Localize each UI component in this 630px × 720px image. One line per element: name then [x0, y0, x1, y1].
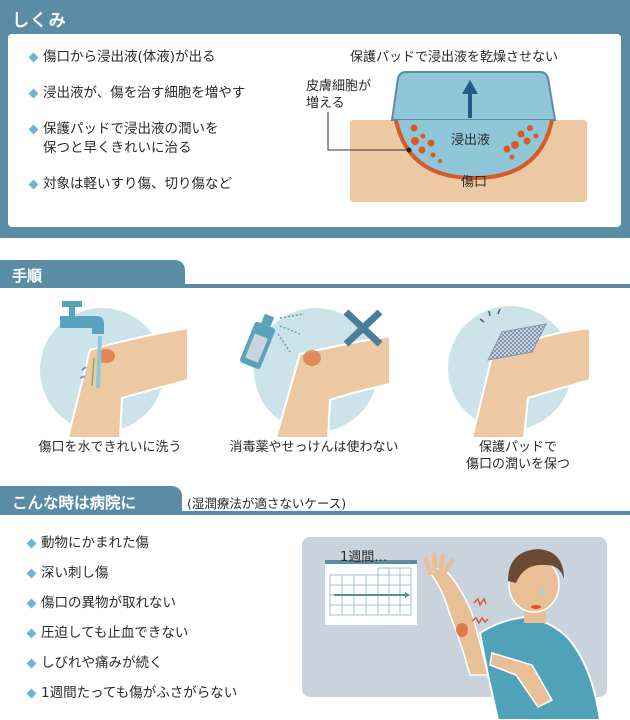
list-item: 動物にかまれた傷	[26, 534, 237, 553]
wash-with-water-icon	[40, 301, 189, 438]
no-disinfectant-icon	[240, 308, 391, 438]
protective-pad-icon	[448, 306, 591, 438]
mechanism-section: しくみ 傷口から浸出液(体液)が出る 浸出液が、傷を治す細胞を増やす 保護パッド…	[0, 0, 630, 238]
diamond-bullet-icon	[26, 658, 37, 669]
list-item: 傷口の異物が取れない	[26, 594, 237, 613]
diamond-bullet-icon	[28, 124, 39, 135]
step-no-disinfectant: 消毒薬やせっけんは使わない	[214, 298, 414, 473]
mechanism-bullet-list: 傷口から浸出液(体液)が出る 浸出液が、傷を治す細胞を増やす 保護パッドで浸出液…	[28, 48, 245, 194]
exudate-label: 浸出液	[451, 133, 491, 148]
step-wash: 傷口を水できれいに洗う	[10, 298, 210, 473]
diamond-bullet-icon	[26, 568, 37, 579]
diamond-bullet-icon	[28, 52, 39, 63]
patient-illustration	[325, 549, 602, 720]
diamond-bullet-icon	[28, 88, 39, 99]
mechanism-panel: 傷口から浸出液(体液)が出る 浸出液が、傷を治す細胞を増やす 保護パッドで浸出液…	[8, 34, 621, 227]
mechanism-title: しくみ	[12, 11, 67, 31]
list-item: 傷口から浸出液(体液)が出る	[28, 48, 245, 67]
diamond-bullet-icon	[26, 598, 37, 609]
hospital-header: こんな時は病院に	[0, 486, 182, 513]
calendar-label: 1週間…	[340, 550, 388, 565]
procedure-header-line	[0, 284, 630, 288]
list-item: 圧迫しても止血できない	[26, 624, 237, 643]
wound-healing-diagram: 保護パッドで浸出液を乾燥させない 皮膚細胞が 増える 浸出液 傷口	[298, 46, 608, 216]
skin-cells-label: 皮膚細胞が 増える	[306, 79, 372, 111]
diamond-bullet-icon	[26, 628, 37, 639]
diamond-bullet-icon	[28, 179, 39, 190]
hospital-header-line	[0, 511, 630, 515]
list-item: 対象は軽いすり傷、切り傷など	[28, 175, 245, 194]
diamond-bullet-icon	[26, 688, 37, 699]
list-item: 保護パッドで浸出液の潤いを 保つと早くきれいに治る	[28, 120, 245, 158]
calendar-icon	[325, 560, 417, 625]
procedure-title: 手順	[12, 267, 43, 285]
procedure-header: 手順	[0, 260, 185, 287]
diamond-bullet-icon	[26, 538, 37, 549]
wound-cross-section-icon	[327, 71, 587, 202]
hospital-subtitle: (湿潤療法が適さないケース)	[187, 496, 347, 511]
hospital-title: こんな時は病院に	[12, 494, 137, 512]
list-item: 1週間たっても傷がふさがらない	[26, 684, 237, 703]
wound-label: 傷口	[461, 175, 488, 190]
step-caption: 消毒薬やせっけんは使わない	[229, 440, 399, 455]
diagram-title: 保護パッドで浸出液を乾燥させない	[350, 50, 559, 65]
step-protective-pad: 保護パッドで 傷口の潤いを保つ	[418, 298, 618, 473]
hospital-bullet-list: 動物にかまれた傷 深い刺し傷 傷口の異物が取れない 圧迫しても止血できない しび…	[26, 534, 237, 714]
step-caption: 傷口を水できれいに洗う	[38, 440, 182, 455]
step-caption: 保護パッドで 傷口の潤いを保つ	[465, 440, 570, 472]
list-item: しびれや痛みが続く	[26, 654, 237, 673]
list-item: 深い刺し傷	[26, 564, 237, 583]
list-item: 浸出液が、傷を治す細胞を増やす	[28, 84, 245, 103]
